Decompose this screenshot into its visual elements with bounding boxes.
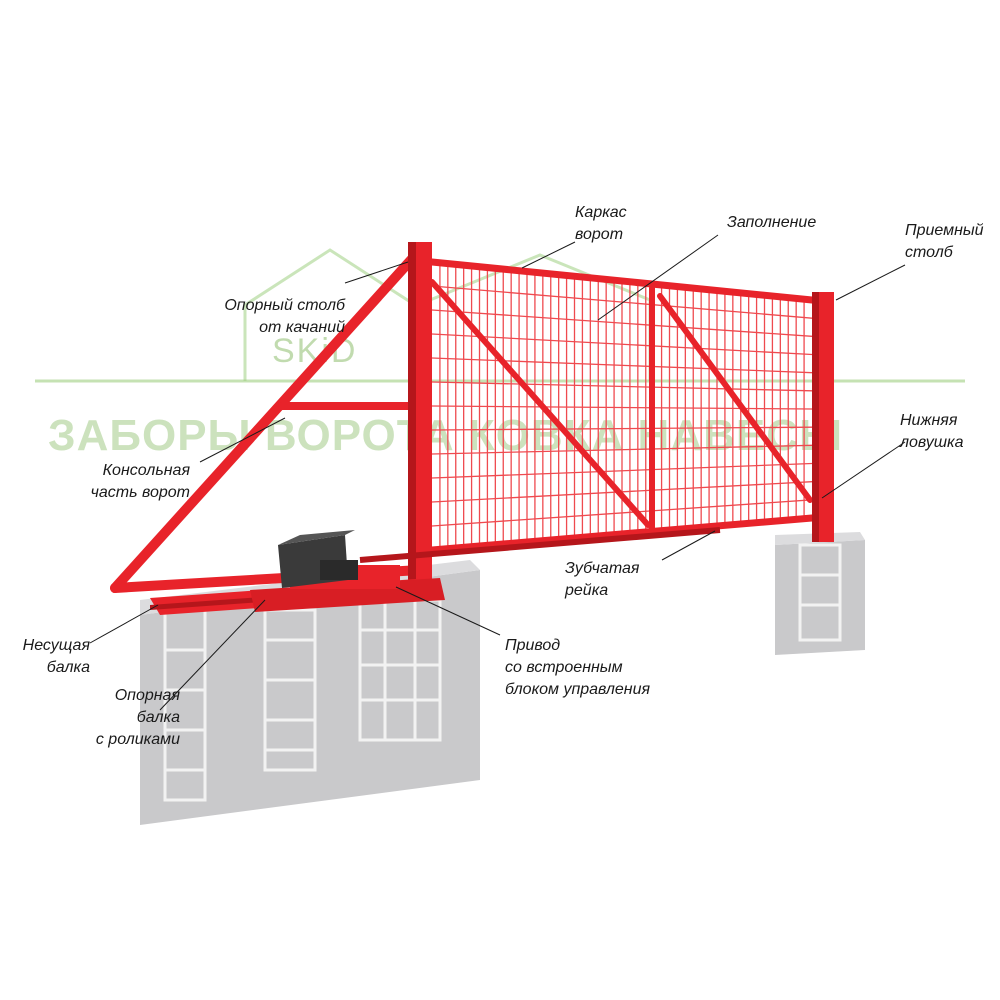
label-bearing-beam: Несущая балка: [0, 635, 90, 679]
mesh-horizontal-wire: [431, 499, 813, 527]
label-frame-line-1: Каркас: [575, 204, 627, 221]
label-roller-beam-line-3: с роликами: [95, 731, 180, 748]
mesh-horizontal-wire: [431, 333, 813, 356]
label-drive-line-2: со встроенным: [505, 659, 623, 676]
label-receiving-post-line-1: Приемный: [905, 222, 984, 239]
label-gear-rack-line-1: Зубчатая: [565, 560, 640, 577]
label-support-post-line-2: от качаний: [259, 319, 345, 336]
label-drive-line-1: Привод: [505, 637, 561, 654]
label-support-post: Опорный столб от качаний: [175, 295, 345, 339]
label-roller-beam: Опорная балка с роликами: [40, 685, 180, 751]
label-lower-catcher-line-1: Нижняя: [900, 412, 958, 429]
label-lower-catcher-line-2: ловушка: [900, 434, 964, 451]
mesh-horizontal-wire: [431, 444, 813, 455]
label-bearing-beam-line-2: балка: [46, 659, 90, 676]
label-cantilever-line-2: часть ворот: [90, 484, 190, 501]
label-gear-rack-line-2: рейка: [565, 582, 609, 599]
label-frame: Каркас ворот: [575, 202, 627, 246]
label-roller-beam-line-1: Опорная: [114, 687, 180, 704]
label-receiving-post: Приемный столб: [905, 220, 984, 264]
label-frame-line-2: ворот: [575, 226, 624, 243]
gear-rack-bar: [359, 527, 721, 563]
label-gear-rack: Зубчатая рейка: [565, 558, 639, 602]
right-foundation: [775, 532, 865, 655]
drive-unit: [278, 530, 358, 588]
label-lower-catcher: Нижняя ловушка: [900, 410, 963, 454]
mesh-horizontal-wire: [431, 357, 813, 374]
label-drive-line-3: блоком управления: [505, 681, 651, 698]
mesh-horizontal-wire: [431, 309, 813, 337]
mesh-horizontal-wire: [431, 285, 813, 319]
label-receiving-post-line-2: столб: [905, 244, 953, 261]
mesh-horizontal-wire: [431, 462, 813, 479]
mesh-infill: [431, 262, 813, 550]
label-roller-beam-line-2: балка: [136, 709, 180, 726]
label-infill: Заполнение: [727, 212, 816, 234]
label-support-post-line-1: Опорный столб: [224, 297, 345, 314]
mesh-horizontal-wire: [431, 426, 813, 431]
mesh-horizontal-wire: [431, 381, 813, 392]
label-drive: Привод со встроенным блоком управления: [505, 635, 650, 701]
leader-lines: [89, 234, 906, 711]
label-cantilever-line-1: Консольная: [102, 462, 190, 479]
label-cantilever: Консольная часть ворот: [40, 460, 190, 504]
watermark-slogan: ЗАБОРЫ ВОРОТА КОВКА НАВЕСЫ: [48, 411, 843, 460]
label-bearing-beam-line-1: Несущая: [22, 637, 90, 654]
support-post: [408, 242, 432, 592]
mesh-horizontal-wire: [431, 405, 813, 410]
label-infill-line-1: Заполнение: [727, 214, 817, 231]
receiving-post: [812, 292, 834, 542]
gate-frame: [110, 245, 816, 593]
